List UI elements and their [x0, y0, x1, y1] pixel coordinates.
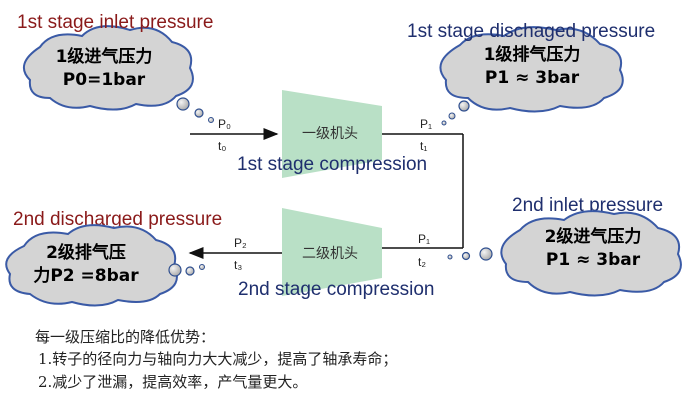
stage1-outlet-temp: t₁	[420, 139, 427, 153]
stage2-caption: 2nd stage compression	[238, 279, 434, 300]
compressor-stage1-label: 一级机头	[302, 126, 358, 142]
cloud-discharge-stage1-line2: P1 ≈ 3bar	[485, 68, 580, 88]
compressor-stage2	[282, 208, 382, 296]
compressor-stage1	[282, 90, 382, 178]
cloud-inlet-stage1-line2: P0=1bar	[63, 70, 146, 90]
notes-item-1: 1.转子的径向力与轴向力大大减少，提高了轴承寿命；	[38, 350, 397, 368]
cloud-inlet-stage1: 1级进气压力 P0=1bar	[22, 25, 194, 111]
stage1-inlet-pressure: P₀	[218, 117, 231, 131]
stage2-inlet-pressure: P₁	[418, 232, 430, 246]
cloud-inlet-stage2-line2: P1 ≈ 3bar	[546, 250, 641, 270]
cloud-inlet-stage1-line1: 1级进气压力	[56, 46, 153, 67]
cloud-inlet-stage2: 2级进气压力 P1 ≈ 3bar	[500, 210, 682, 297]
stage2-outlet-pressure: P₂	[234, 236, 247, 250]
bubble	[458, 100, 470, 112]
bubble	[461, 251, 471, 261]
caption-discharge-stage1: 1st stage dischaged pressure	[407, 21, 655, 42]
bubble	[448, 112, 456, 120]
stage1-outlet-pressure: P₁	[420, 117, 432, 131]
stage2-inlet-temp: t₂	[418, 255, 426, 269]
cloud-discharge-stage1: 1级排气压力 P1 ≈ 3bar	[439, 26, 624, 113]
bubble	[194, 108, 204, 118]
caption-inlet-stage2: 2nd inlet pressure	[512, 195, 663, 216]
notes-item-2: 2.减少了泄漏，提高效率，产气量更大。	[38, 373, 307, 391]
cloud-discharge-stage2-line1: 2级排气压	[46, 242, 126, 263]
bubble	[441, 120, 447, 126]
bubble	[176, 97, 190, 111]
cloud-discharge-stage1-line1: 1级排气压力	[484, 44, 581, 65]
stage1-inlet-temp: t₀	[218, 139, 226, 153]
caption-discharge-stage2: 2nd discharged pressure	[13, 209, 222, 230]
stage1-caption: 1st stage compression	[237, 154, 427, 175]
cloud-inlet-stage2-line1: 2级进气压力	[545, 226, 642, 247]
bubble	[208, 117, 214, 123]
bubble	[185, 266, 195, 276]
bubble	[168, 263, 182, 277]
stage2-outlet-temp: t₃	[234, 258, 242, 272]
bubble	[199, 264, 205, 270]
bubble	[479, 247, 493, 261]
notes-heading: 每一级压缩比的降低优势：	[35, 328, 215, 346]
compressor-stage2-label: 二级机头	[302, 246, 358, 262]
cloud-discharge-stage2: 2级排气压 力P2 =8bar	[5, 224, 178, 307]
caption-inlet-stage1: 1st stage inlet pressure	[17, 12, 213, 33]
cloud-discharge-stage2-line2: 力P2 =8bar	[33, 265, 139, 286]
bubble	[447, 254, 453, 260]
